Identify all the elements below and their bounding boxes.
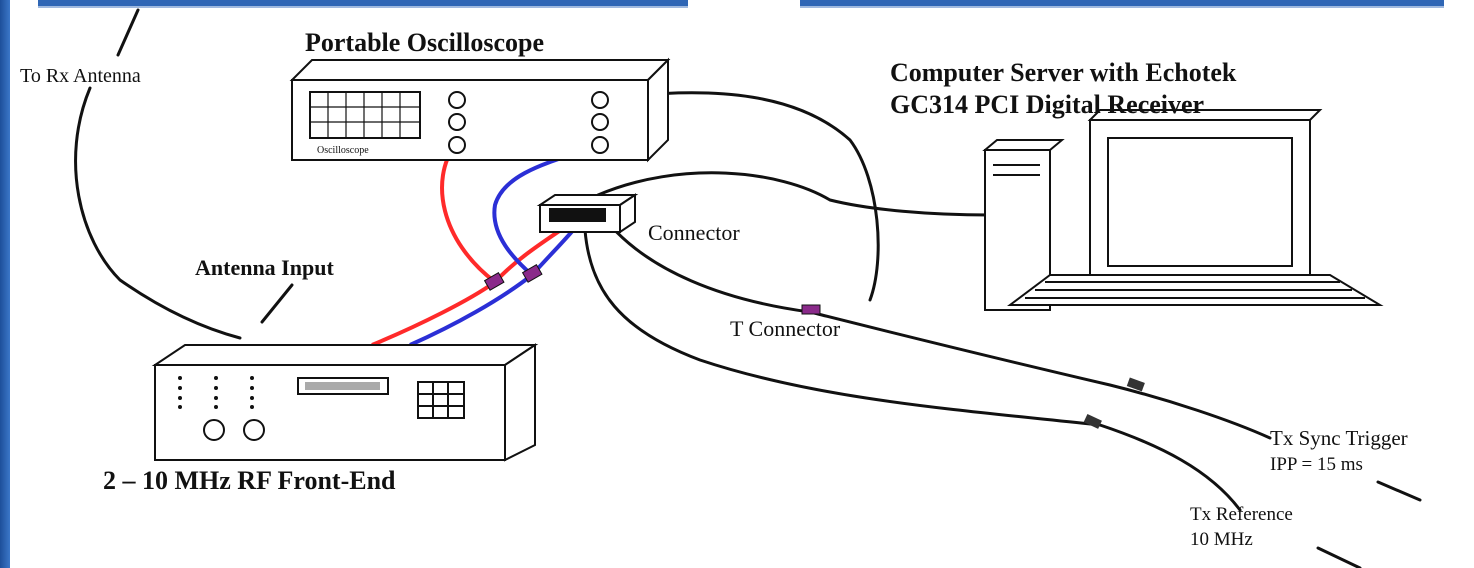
server-title-line2: GC314 PCI Digital Receiver — [890, 90, 1205, 119]
connector-to-server-cable — [596, 171, 992, 217]
t-connector-label: T Connector — [730, 316, 841, 341]
tx-sync-label-line1: Tx Sync Trigger — [1270, 426, 1408, 450]
tx-ref-label-line1: Tx Reference — [1190, 504, 1293, 525]
tx-sync-arrow — [1376, 480, 1422, 502]
antenna-input-arrow — [260, 283, 294, 324]
oscilloscope-icon — [289, 57, 671, 163]
antenna-input-label: Antenna Input — [195, 255, 334, 280]
blue-cable — [409, 143, 601, 347]
front-end-label: 2 – 10 MHz RF Front-End — [103, 466, 396, 495]
red-cable — [371, 143, 499, 347]
to-rx-antenna-label: To Rx Antenna — [20, 65, 141, 87]
oscilloscope-face-label: Oscilloscope — [317, 145, 369, 156]
tx-ref-label-line2: 10 MHz — [1190, 529, 1253, 550]
server-title-line1: Computer Server with Echotek — [890, 58, 1237, 87]
tx-ref-joint — [1083, 413, 1102, 429]
tx-sync-joint — [1126, 377, 1145, 392]
scope-to-server-cable — [610, 91, 880, 302]
slide-edge — [0, 0, 10, 568]
oscilloscope-title: Portable Oscilloscope — [305, 28, 545, 57]
t-connector-joint — [801, 304, 821, 315]
t-connector-cable — [608, 223, 1272, 440]
antenna-cable — [74, 8, 242, 340]
rf-front-panel-dots — [178, 376, 254, 409]
tx-sync-label-line2: IPP = 15 ms — [1270, 454, 1363, 475]
tx-ref-arrow — [1316, 546, 1362, 568]
tx-reference-cable — [583, 228, 1242, 512]
connector-label: Connector — [648, 220, 740, 245]
blue-cable-joint — [521, 263, 543, 283]
connector-block-icon — [536, 193, 639, 234]
red-cable-joint — [483, 271, 505, 291]
slide-top-band-left — [38, 0, 688, 8]
rf-receiver-box-icon — [151, 343, 539, 462]
desktop-computer-icon — [982, 109, 1384, 311]
slide-top-band-right — [800, 0, 1444, 8]
